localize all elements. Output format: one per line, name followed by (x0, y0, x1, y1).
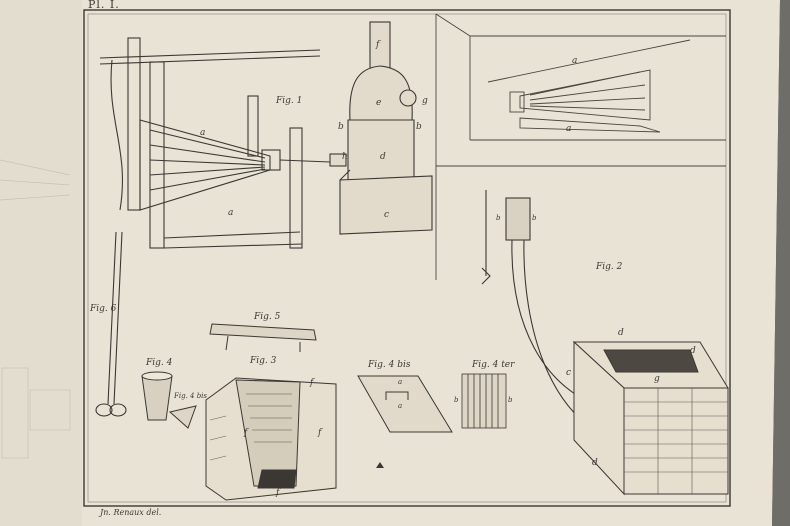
letter-b-ter-right: b (508, 396, 513, 404)
fig6-label: Fig. 6 (90, 304, 117, 314)
letter-c-base: c (384, 210, 390, 220)
letter-d-furnace: d (380, 152, 386, 162)
letter-a-right-bellows: a (572, 56, 578, 66)
fig1-furnace (329, 21, 433, 235)
fig4-label: Fig. 4 (146, 358, 173, 368)
fig5-label: Fig. 5 (254, 312, 281, 322)
fig4bis-cone-label: Fig. 4 bis (174, 392, 208, 400)
letter-b-ter-left: b (454, 396, 459, 404)
letter-f-chimney: f (376, 40, 380, 50)
letter-f-fig3-left: f (244, 428, 248, 438)
letter-a-plate-bottom: a (398, 402, 403, 410)
fig1-bellows-frame (99, 37, 331, 249)
left-page-strip (0, 0, 82, 526)
fig2-label: Fig. 2 (596, 262, 623, 272)
fig3-brick-pit (205, 377, 337, 501)
letter-a-right-bellows-lower: a (566, 124, 572, 134)
letter-b-furnace-right: b (416, 122, 422, 132)
fig4ter-label: Fig. 4 ter (472, 360, 515, 370)
fig2-brick-furnace (572, 340, 729, 496)
fig6-tongs (95, 231, 127, 417)
letter-d-box-right: d (690, 346, 696, 356)
letter-b-tube-left: b (496, 214, 501, 222)
fig3-label: Fig. 3 (250, 356, 277, 366)
letter-b-furnace-left: b (338, 122, 344, 132)
letter-h-pipe: h (342, 152, 348, 162)
plate-border-inner (87, 13, 727, 503)
letter-c-box: c (566, 368, 572, 378)
fig4ter-grid (461, 373, 507, 429)
fig2-brick-lines (624, 388, 728, 494)
letter-d-box-bottom: d (592, 458, 598, 468)
letter-a-plate-top: a (398, 378, 403, 386)
letter-f-fig3-bottom: f (276, 488, 280, 498)
right-edge-shadow (772, 0, 790, 526)
letter-b-tube-right: b (532, 214, 537, 222)
fig3-bricks (209, 393, 292, 461)
left-page-ghost-lines (0, 159, 71, 459)
letter-a-bellows: a (200, 128, 206, 138)
letter-f-fig3-top: f (310, 378, 314, 388)
fig4bis-plate-label: Fig. 4 bis (368, 360, 411, 370)
fig4bis-plate (357, 375, 453, 433)
letter-g-box: g (654, 374, 660, 384)
fig4-crucible (141, 371, 173, 421)
ink-drop (376, 462, 384, 468)
letter-a-bellows-lower: a (228, 208, 234, 218)
plate-number: Pl. I. (88, 0, 120, 11)
letter-g-spout: g (422, 96, 428, 106)
letter-d-box-top: d (618, 328, 624, 338)
letter-f-fig3-right: f (318, 428, 322, 438)
fig4bis-cone (168, 405, 197, 429)
fig1-right-room (435, 13, 726, 280)
fig5-tray (209, 323, 317, 352)
letter-e-furnace: e (376, 98, 382, 108)
fig1-label: Fig. 1 (276, 96, 303, 106)
plate-border (83, 9, 731, 507)
engraver-credit: Jn. Renaux del. (100, 508, 162, 517)
